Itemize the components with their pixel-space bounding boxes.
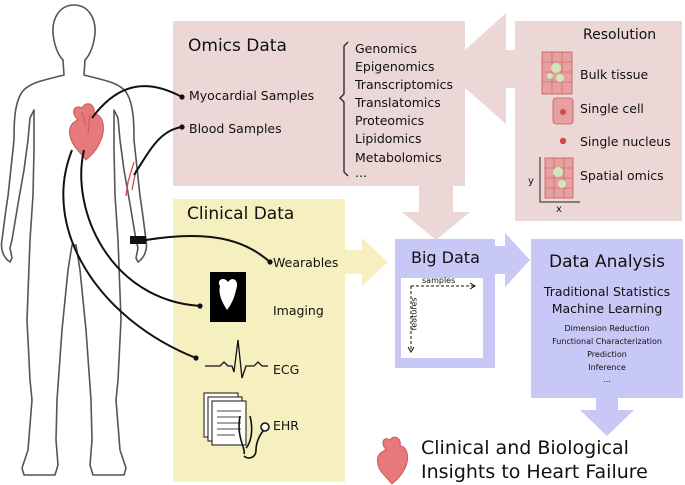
omics-bracket	[339, 41, 349, 177]
omics-type-transcriptomics: Transcriptomics	[355, 77, 454, 92]
analysis-method-traditional-statistics: Traditional Statistics	[543, 284, 671, 299]
spatial-axis-x: x	[556, 204, 562, 215]
human-body-icon	[0, 4, 148, 476]
big-data-title: Big Data	[411, 248, 480, 267]
resolution-single-cell: Single cell	[580, 101, 644, 116]
analysis-panel	[531, 239, 683, 398]
resolution-spatial-omics: Spatial omics	[580, 168, 664, 183]
analysis-method-machine-learning: Machine Learning	[551, 301, 663, 316]
connector-lines	[62, 85, 271, 359]
clinical-imaging: Imaging	[273, 303, 324, 318]
analysis-task-more: ...	[603, 375, 611, 384]
omics-type-epigenomics: Epigenomics	[355, 59, 435, 74]
matrix-axes	[401, 278, 483, 358]
stethoscope-chest-piece	[260, 422, 270, 432]
analysis-task-prediction: Prediction	[587, 350, 627, 359]
ecg-trace-icon	[205, 339, 268, 379]
sample-blood: Blood Samples	[189, 121, 282, 136]
clinical-wearables: Wearables	[273, 255, 339, 270]
omics-type-more: ...	[355, 165, 367, 180]
omics-type-metabolomics: Metabolomics	[355, 150, 442, 165]
big-data-features-label: features	[409, 297, 419, 331]
big-data-samples-label: samples	[422, 276, 456, 285]
single-cell-icon	[552, 97, 574, 125]
insights-line-2: Insights to Heart Failure	[421, 461, 648, 483]
resolution-single-nucleus: Single nucleus	[580, 134, 671, 149]
insights-heart-icon	[377, 436, 408, 484]
ehr-documents-icon	[203, 392, 247, 446]
resolution-to-omics-arrow	[465, 14, 515, 124]
omics-panel	[173, 13, 515, 186]
omics-type-proteomics: Proteomics	[355, 113, 425, 128]
stethoscope-icon	[238, 415, 265, 459]
spatial-omics-icon	[539, 157, 580, 203]
resolution-bulk-tissue: Bulk tissue	[580, 67, 649, 82]
omics-type-translatomics: Translatomics	[355, 95, 441, 110]
connector-dots	[179, 94, 273, 361]
bigdata-to-analysis-arrow	[495, 233, 530, 287]
clinical-ehr: EHR	[273, 418, 299, 433]
clinical-to-bigdata-arrow	[345, 238, 388, 286]
clinical-ecg: ECG	[273, 362, 300, 377]
analysis-task-dimension-reduction: Dimension Reduction	[564, 324, 650, 333]
analysis-title: Data Analysis	[549, 252, 666, 272]
bulk-tissue-icon	[541, 51, 573, 95]
single-nucleus-icon	[559, 137, 567, 145]
resolution-title: Resolution	[583, 27, 657, 43]
insights-line-1: Clinical and Biological	[421, 437, 629, 459]
clinical-panel	[173, 199, 345, 482]
omics-type-lipidomics: Lipidomics	[355, 131, 422, 146]
spatial-axis-y: y	[528, 176, 534, 187]
sample-myocardial: Myocardial Samples	[189, 88, 315, 103]
clinical-title: Clinical Data	[187, 204, 295, 224]
analysis-down-arrow	[580, 398, 634, 436]
omics-type-genomics: Genomics	[355, 41, 417, 56]
heart-icon	[69, 103, 104, 161]
omics-to-bigdata-arrow	[402, 186, 470, 240]
analysis-task-functional-characterization: Functional Characterization	[552, 337, 662, 346]
wristband-icon	[130, 236, 146, 244]
omics-title: Omics Data	[188, 36, 287, 56]
analysis-task-inference: Inference	[588, 363, 626, 372]
mri-heart-icon	[210, 272, 246, 322]
